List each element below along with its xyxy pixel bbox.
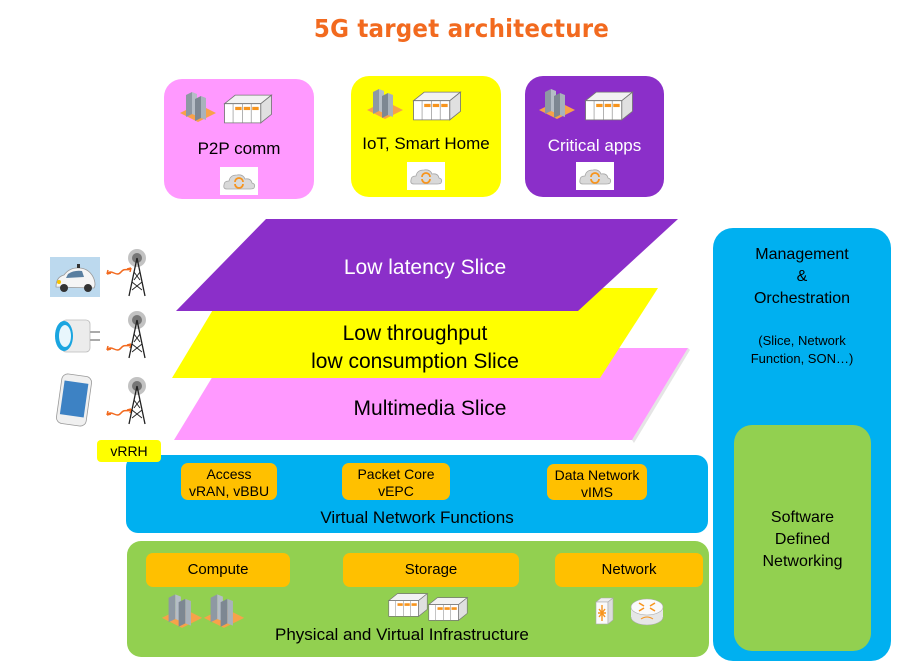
car-icon [55, 264, 96, 292]
storage-array-icon [222, 93, 274, 125]
vrrh-label: vRRH [97, 440, 161, 462]
app-box-critical: Critical apps [525, 76, 664, 197]
sdn-line2: Defined [774, 531, 831, 548]
storage-array-icon [387, 591, 429, 619]
storage-array-icon [427, 595, 469, 623]
infra-title: Physical and Virtual Infrastructure [275, 625, 529, 644]
virtual-network-functions-layer: Access vRAN, vBBU Packet Core vEPC Data … [126, 455, 708, 533]
vnf-data-network-line1: Data Network [554, 467, 640, 483]
storage-array-icon [411, 90, 463, 122]
mgmt-subtitle-line1: (Slice, Network [758, 333, 846, 348]
vnf-packet-core-line2: vEPC [378, 483, 414, 499]
management-orchestration-panel: Management & Orchestration (Slice, Netwo… [713, 228, 891, 661]
vnf-access: Access vRAN, vBBU [181, 463, 277, 500]
vnf-title: Virtual Network Functions [320, 508, 514, 527]
sdn-line3: Networking [762, 553, 843, 570]
slice-label-line2: low consumption Slice [311, 350, 519, 373]
cloud-sync-icon [220, 167, 258, 195]
slice-label-line1: Low throughput [342, 322, 488, 345]
app-box-iot: IoT, Smart Home [351, 76, 501, 197]
mgmt-subtitle-line2: Function, SON…) [750, 351, 854, 366]
infrastructure-layer: Compute Storage Network Physical and Vir… [127, 541, 709, 657]
storage-array-icon [583, 90, 635, 122]
mgmt-title: Management & Orchestration [713, 244, 891, 310]
server-rack-icon [178, 89, 218, 123]
server-rack-icon [159, 591, 205, 629]
network-switch-icon [595, 597, 614, 625]
mgmt-title-line1: Management [755, 246, 849, 263]
vnf-packet-core: Packet Core vEPC [342, 463, 450, 500]
mgmt-title-line2: & [796, 268, 808, 285]
sdn-line1: Software [770, 509, 835, 526]
smart-plug-icon [55, 319, 100, 353]
slice-label: Low latency Slice [343, 256, 507, 279]
vnf-data-network-line2: vIMS [581, 484, 613, 500]
vnf-access-line2: vRAN, vBBU [188, 483, 270, 499]
app-label: P2P comm [197, 139, 281, 158]
cloud-sync-icon [407, 162, 445, 190]
app-box-p2p: P2P comm [164, 79, 314, 199]
page-title: 5G target architecture [313, 14, 610, 43]
software-defined-networking-box: Software Defined Networking [734, 425, 871, 651]
vnf-packet-core-line1: Packet Core [357, 466, 435, 482]
smartphone-icon [56, 373, 92, 427]
server-rack-icon [537, 86, 577, 120]
mgmt-subtitle: (Slice, Network Function, SON…) [713, 332, 891, 368]
device-smart-plug [52, 316, 104, 358]
device-smartphone [55, 373, 97, 427]
antenna-tower-icon [122, 376, 152, 426]
device-car [50, 257, 100, 297]
vnf-access-line1: Access [206, 466, 252, 482]
infra-storage: Storage [343, 553, 519, 587]
antenna-tower-icon [122, 248, 152, 298]
server-rack-icon [365, 86, 405, 120]
cloud-sync-icon [575, 162, 614, 190]
slice-low-latency: Low latency Slice [170, 219, 680, 312]
mgmt-title-line3: Orchestration [753, 290, 851, 307]
server-rack-icon [201, 591, 247, 629]
antenna-tower-icon [122, 310, 152, 360]
slice-label: Multimedia Slice [353, 397, 507, 420]
infra-network: Network [555, 553, 703, 587]
router-icon [630, 598, 664, 626]
infra-compute: Compute [146, 553, 290, 587]
app-label: Critical apps [547, 136, 642, 155]
app-label: IoT, Smart Home [362, 134, 490, 153]
vnf-data-network: Data Network vIMS [547, 464, 647, 500]
